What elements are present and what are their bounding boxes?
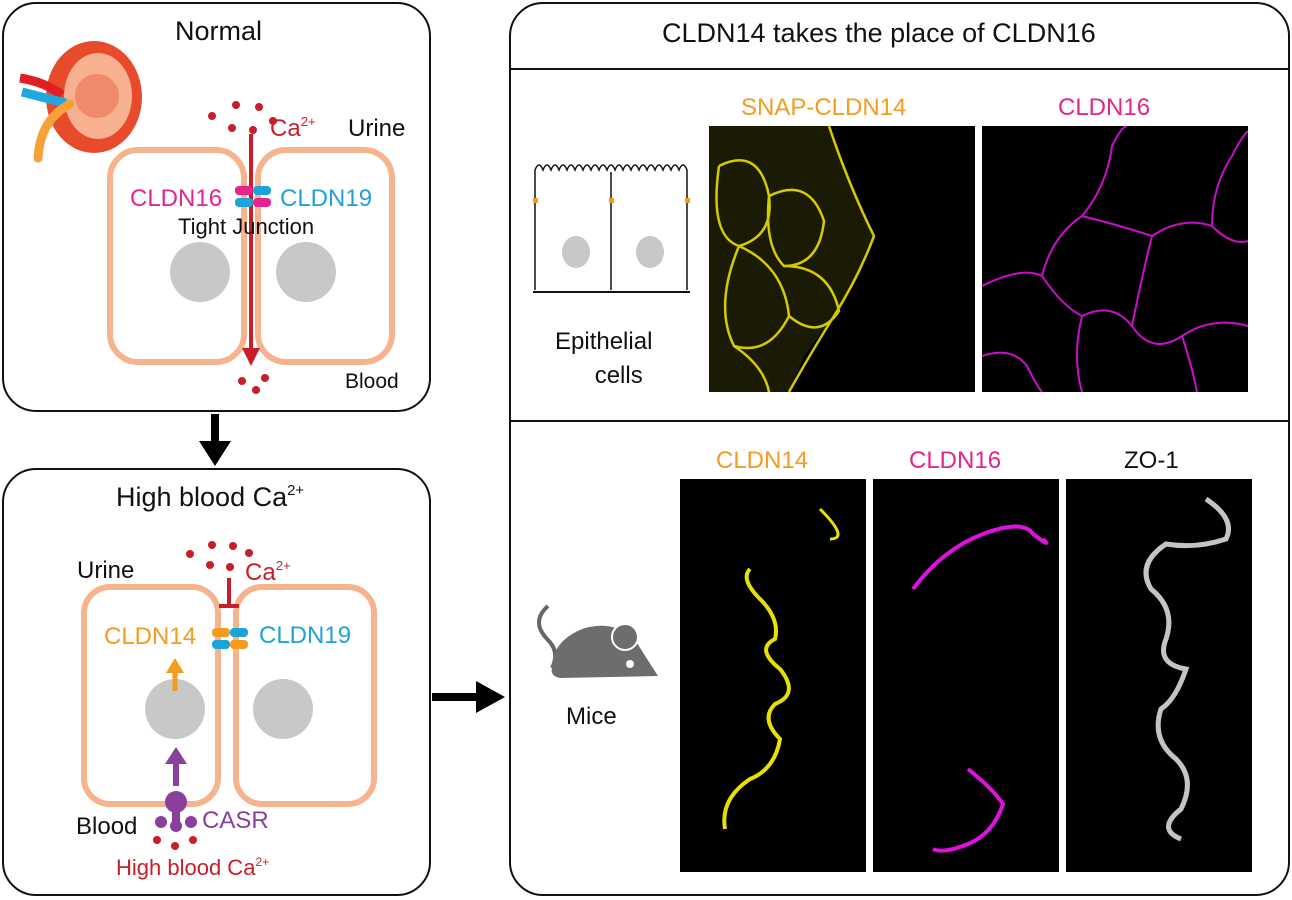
casr-receptor-icon [155, 791, 197, 832]
cldn16-label: CLDN16 [130, 185, 223, 212]
nucleus [276, 242, 336, 302]
right-cell [255, 147, 395, 365]
cldn16-top-micrograph [982, 126, 1248, 392]
snap-cldn14-label: SNAP-CLDN14 [741, 94, 907, 121]
epithelial-cells-label: Epithelial cells [555, 328, 653, 389]
urine-label: Urine [77, 557, 135, 584]
right-panel-divider-top [510, 68, 1289, 70]
right-panel-title: CLDN14 takes the place of CLDN16 [662, 18, 1096, 48]
kidney-icon [19, 41, 142, 163]
calcium-label: Ca2+ [270, 114, 316, 142]
zo1-micrograph [1066, 479, 1252, 872]
blood-label: Blood [345, 370, 399, 393]
cldn16-label: CLDN16 [909, 447, 1002, 474]
calcium-dots [208, 101, 277, 394]
cldn14-label: CLDN14 [104, 623, 197, 650]
snap-cldn14-micrograph [709, 126, 975, 392]
high-panel-title: High blood Ca2+ [116, 482, 305, 512]
cldn19-label: CLDN19 [280, 185, 373, 212]
normal-panel-title: Normal [175, 16, 263, 46]
calcium-label: Ca2+ [245, 558, 291, 586]
nucleus [170, 242, 230, 302]
left-cell [107, 147, 247, 365]
cldn14-micrograph [680, 479, 866, 872]
right-panel-divider-middle [510, 420, 1289, 422]
high-blood-calcium-label: High blood Ca2+ [116, 854, 270, 880]
cldn14-label: CLDN14 [716, 447, 809, 474]
tight-junction-label: Tight Junction [178, 214, 315, 239]
cldn16-top-label: CLDN16 [1058, 94, 1151, 121]
cldn19-label: CLDN19 [259, 622, 352, 649]
blood-label: Blood [76, 813, 138, 840]
cldn16-micrograph [873, 479, 1059, 872]
zo1-label: ZO-1 [1124, 447, 1179, 474]
mice-label: Mice [566, 703, 617, 730]
casr-label: CASR [202, 807, 269, 834]
urine-label: Urine [348, 115, 406, 142]
